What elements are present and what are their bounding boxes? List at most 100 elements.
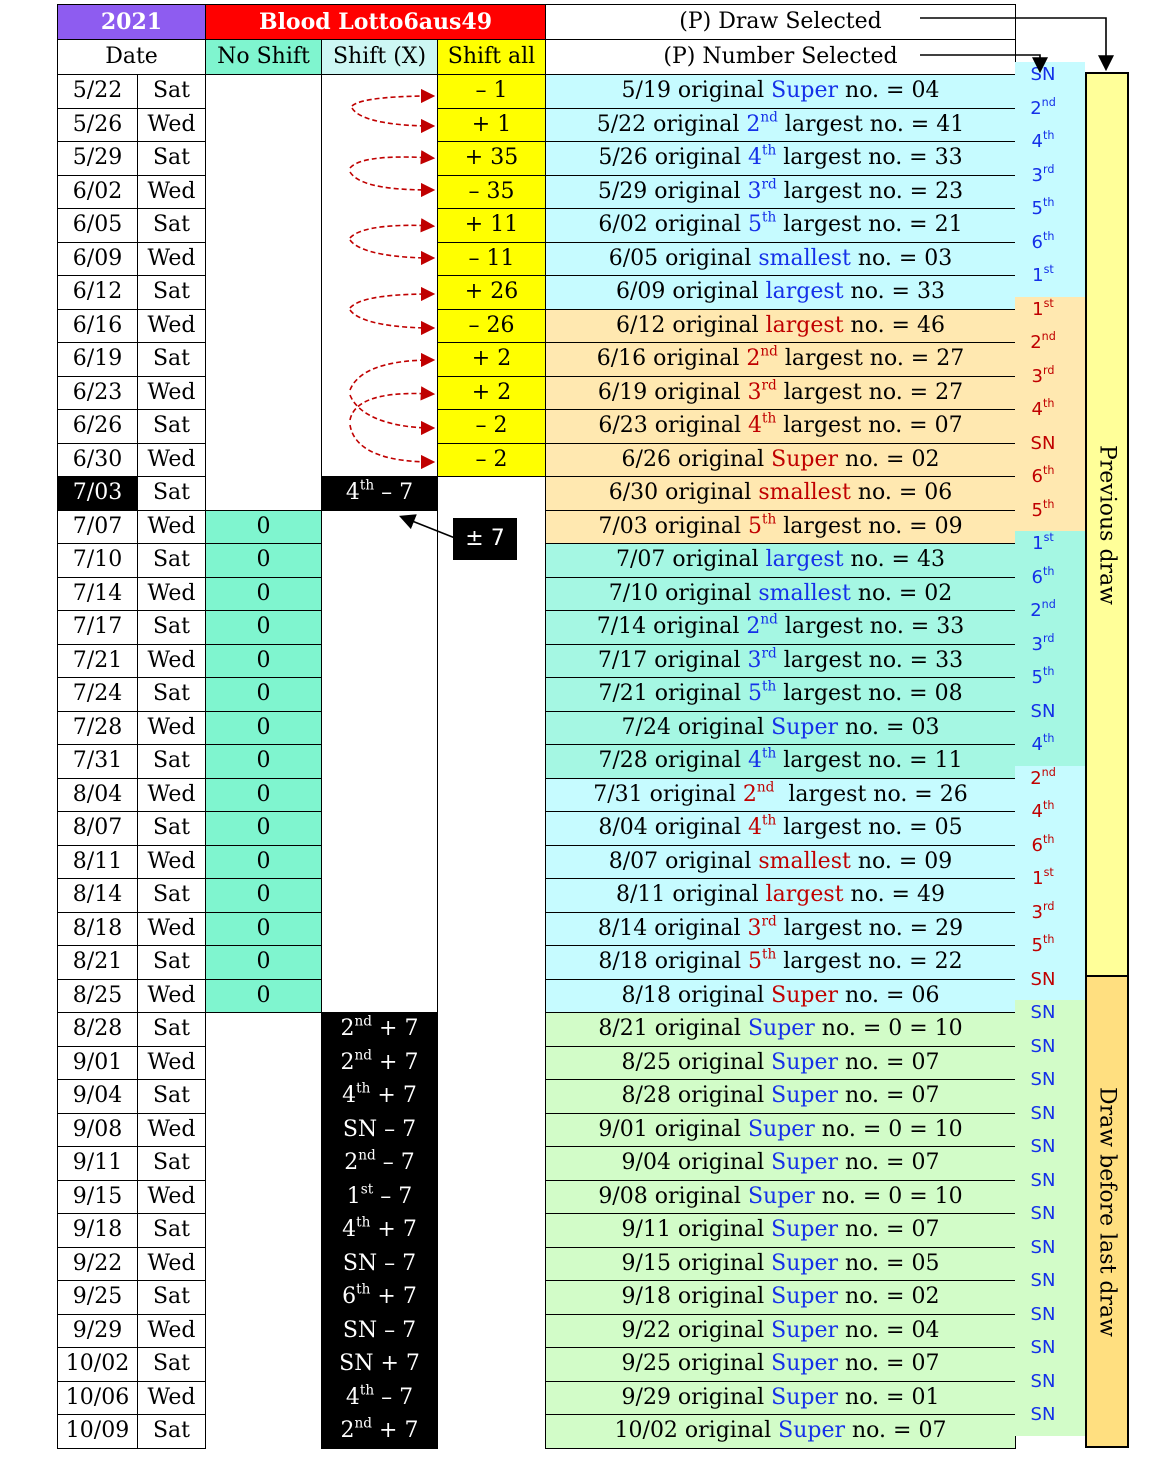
side-position-label: SN bbox=[1018, 1270, 1068, 1291]
side-position-label: 5th bbox=[1018, 934, 1068, 956]
selected-keyword: 2 bbox=[742, 781, 757, 807]
side-position-label: SN bbox=[1018, 1069, 1068, 1090]
header-row-1: 2021 Blood Lotto6aus49 (P) Draw Selected bbox=[57, 4, 1016, 40]
side-position-suffix: st bbox=[1043, 296, 1054, 310]
side-position-value: 2 bbox=[1030, 600, 1042, 621]
shift-all-cell bbox=[437, 476, 546, 510]
no-shift-cell bbox=[205, 1381, 322, 1415]
no-shift-cell: 0 bbox=[205, 677, 322, 712]
side-position-label: 1st bbox=[1018, 532, 1068, 554]
side-position-value: SN bbox=[1030, 700, 1056, 722]
selected-keyword: smallest bbox=[758, 580, 851, 606]
date-cell: 7/24 bbox=[57, 677, 138, 712]
shift-x-rank-suffix: nd bbox=[354, 1013, 373, 1030]
selected-keyword: Super bbox=[771, 1083, 839, 1109]
shift-all-cell bbox=[437, 711, 546, 745]
side-position-suffix: th bbox=[1043, 229, 1055, 243]
side-label-bg bbox=[1015, 430, 1085, 464]
shift-all-cell: + 2 bbox=[437, 342, 546, 377]
selected-prefix: 6/23 original bbox=[598, 413, 749, 439]
shift-all-cell bbox=[437, 677, 546, 711]
side-position-label: 3rd bbox=[1018, 162, 1068, 186]
shift-all-cell bbox=[437, 979, 546, 1013]
number-selected-cell: 10/02 original Super no. = 07 bbox=[545, 1414, 1016, 1449]
side-position-value: 3 bbox=[1031, 633, 1043, 655]
shift-all-cell: + 11 bbox=[437, 208, 546, 243]
selected-keyword: Super bbox=[778, 1418, 846, 1444]
shift-x-cell bbox=[321, 510, 438, 544]
date-cell: 10/06 bbox=[57, 1380, 138, 1415]
number-selected-header: (P) Number Selected bbox=[545, 39, 1016, 75]
no-shift-cell: 0 bbox=[205, 811, 322, 846]
side-position-value: 3 bbox=[1031, 164, 1043, 186]
shift-x-cell bbox=[321, 577, 438, 611]
number-selected-cell: 6/23 original 4th largest no. = 07 bbox=[545, 409, 1016, 444]
shift-all-cell: – 11 bbox=[437, 241, 546, 276]
no-shift-cell: 0 bbox=[205, 576, 322, 611]
number-selected-cell: 5/22 original 2nd largest no. = 41 bbox=[545, 107, 1016, 142]
shift-all-cell bbox=[437, 543, 546, 577]
selected-prefix: 7/31 original bbox=[593, 781, 743, 807]
selected-keyword-suffix: rd bbox=[761, 377, 777, 394]
shift-x-offset: – 7 bbox=[374, 480, 414, 506]
shift-x-offset: – 7 bbox=[373, 1183, 413, 1209]
shift-all-cell: – 26 bbox=[437, 308, 546, 343]
no-shift-cell bbox=[205, 476, 322, 510]
selected-prefix: 7/24 original bbox=[621, 714, 772, 740]
no-shift-cell: 0 bbox=[205, 509, 322, 544]
number-selected-cell: 8/14 original 3rd largest no. = 29 bbox=[545, 911, 1016, 946]
day-cell: Sat bbox=[137, 74, 206, 109]
side-position-label: 2nd bbox=[1018, 331, 1068, 353]
shift-x-cell bbox=[321, 744, 438, 778]
day-cell: Sat bbox=[137, 1347, 206, 1382]
number-selected-cell: 9/01 original Super no. = 0 = 10 bbox=[545, 1112, 1016, 1147]
side-position-suffix: th bbox=[1043, 799, 1055, 813]
selected-keyword: 4 bbox=[748, 815, 763, 841]
side-position-suffix: rd bbox=[1042, 162, 1055, 176]
no-shift-cell: 0 bbox=[205, 777, 322, 812]
no-shift-cell bbox=[205, 1079, 322, 1113]
day-cell: Sat bbox=[137, 945, 206, 980]
side-position-label: SN bbox=[1018, 701, 1068, 722]
side-position-value: SN bbox=[1030, 1270, 1056, 1291]
side-position-label: 2nd bbox=[1018, 767, 1068, 789]
date-cell: 9/04 bbox=[57, 1079, 138, 1114]
number-selected-cell: 7/07 original largest no. = 43 bbox=[545, 543, 1016, 578]
day-cell: Wed bbox=[137, 107, 206, 142]
side-position-value: 5 bbox=[1031, 667, 1043, 688]
no-shift-cell: 0 bbox=[205, 744, 322, 779]
date-cell: 8/28 bbox=[57, 1012, 138, 1047]
side-position-label: 1st bbox=[1018, 867, 1068, 889]
day-cell: Sat bbox=[137, 1414, 206, 1449]
shift-x-cell: 2nd + 7 bbox=[321, 1414, 438, 1449]
selected-prefix: 9/08 original bbox=[598, 1183, 748, 1209]
shift-x-cell bbox=[321, 543, 438, 577]
selected-prefix: 9/01 original bbox=[598, 1116, 748, 1142]
shift-x-cell bbox=[321, 74, 438, 108]
number-selected-cell: 7/31 original 2nd largest no. = 26 bbox=[545, 777, 1016, 812]
no-shift-cell bbox=[205, 1146, 322, 1180]
side-label-bg bbox=[1015, 966, 1085, 1000]
side-position-suffix: rd bbox=[1042, 363, 1055, 377]
side-position-value: 1 bbox=[1032, 533, 1044, 554]
selected-prefix: 9/25 original bbox=[621, 1351, 772, 1377]
day-cell: Wed bbox=[137, 1313, 206, 1348]
shift-x-cell bbox=[321, 610, 438, 644]
selected-suffix: no. = 07 bbox=[838, 1083, 940, 1109]
side-label-bg bbox=[1015, 229, 1085, 263]
number-selected-cell: 6/16 original 2nd largest no. = 27 bbox=[545, 342, 1016, 377]
selected-keyword: 4 bbox=[748, 413, 763, 439]
side-position-label: SN bbox=[1018, 1304, 1068, 1325]
side-position-value: SN bbox=[1030, 1002, 1056, 1023]
number-selected-cell: 6/02 original 5th largest no. = 21 bbox=[545, 208, 1016, 243]
day-cell: Sat bbox=[137, 1012, 206, 1047]
date-cell: 6/05 bbox=[57, 208, 138, 243]
selected-keyword: Super bbox=[771, 1384, 839, 1410]
side-label-bg bbox=[1015, 1067, 1085, 1101]
